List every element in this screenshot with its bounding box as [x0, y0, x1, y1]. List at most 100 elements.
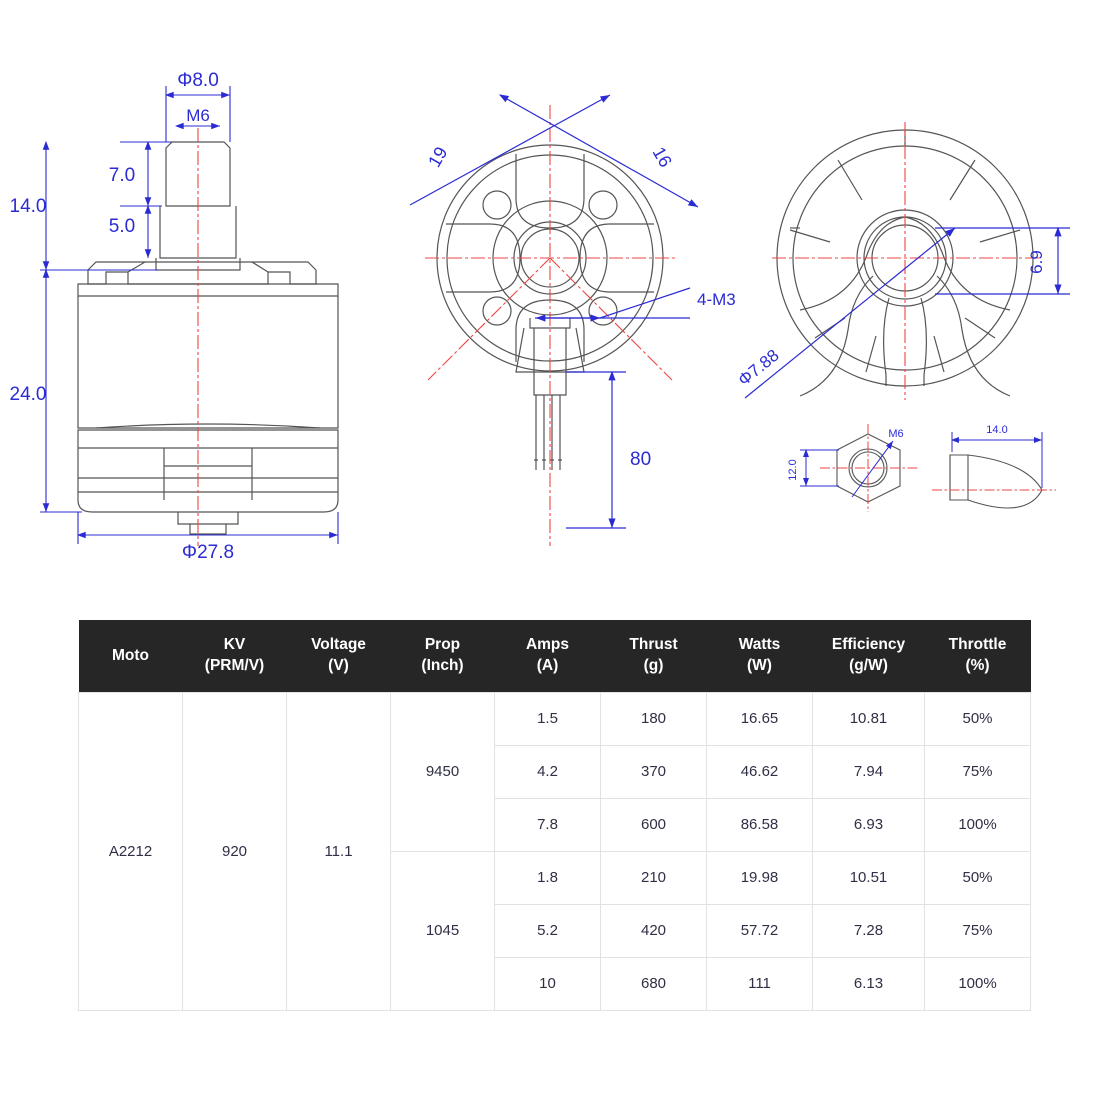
table-row: 7.8 600 86.58 6.93 100% [79, 797, 1031, 852]
col-header-voltage: Voltage (V) [286, 620, 391, 692]
dim-nut-across-flats: 12.0 [787, 459, 799, 480]
cell-efficiency: 7.28 [812, 903, 925, 958]
col-header-efficiency: Efficiency (g/W) [812, 620, 925, 692]
cell-amps: 1.5 [494, 691, 601, 746]
cell-watts: 16.65 [706, 691, 813, 746]
dim-shaft-total: 14.0 [10, 196, 47, 217]
col-header-voltage-sub: (V) [328, 656, 349, 674]
cell-prop-9450: 9450 [390, 691, 495, 852]
col-header-watts-main: Watts [738, 636, 781, 654]
col-header-watts-sub: (W) [747, 656, 772, 674]
cell-throttle: 75% [924, 903, 1031, 958]
col-header-prop: Prop (Inch) [390, 620, 495, 692]
cell-throttle: 75% [924, 744, 1031, 799]
dim-screw-callout: 4-M3 [697, 290, 736, 309]
prop-nut-side-view [949, 454, 1043, 509]
col-header-voltage-main: Voltage [311, 636, 366, 654]
col-header-prop-main: Prop [424, 636, 461, 654]
cell-throttle: 100% [924, 956, 1031, 1011]
dim-wire-length: 80 [630, 449, 651, 470]
motor-spec-table: Moto KV (PRM/V) Voltage (V) Prop (Inch) [78, 620, 1031, 1011]
col-header-amps-sub: (A) [536, 656, 559, 674]
nut-front-dimension-lines [800, 440, 894, 498]
col-header-throttle: Throttle (%) [924, 620, 1031, 692]
top-view-dimension-lines [744, 226, 1070, 399]
col-header-amps-main: Amps [525, 636, 570, 654]
cell-amps: 10 [494, 956, 601, 1011]
spec-table-body: A2212 920 11.1 9450 1.5 180 16.65 10.81 … [78, 691, 1031, 1011]
cell-watts: 19.98 [706, 850, 813, 905]
table-row: 1045 1.8 210 19.98 10.51 50% [79, 850, 1031, 1011]
cell-throttle: 50% [924, 850, 1031, 905]
dim-body-diameter: Φ27.8 [182, 542, 234, 563]
cell-amps: 5.2 [494, 903, 601, 958]
dim-slot-width: 6.9 [1027, 250, 1046, 274]
cell-amps: 1.8 [494, 850, 601, 905]
dim-mount-diag-b: 16 [649, 143, 676, 170]
dim-body-height: 24.0 [10, 384, 47, 405]
top-view-spokes [799, 216, 1011, 397]
motor-side-view [77, 141, 339, 535]
side-view-dimension-lines [40, 86, 339, 544]
col-header-watts: Watts (W) [706, 620, 813, 692]
cell-thrust: 180 [600, 691, 707, 746]
table-row: 4.2 370 46.62 7.94 75% [79, 744, 1031, 799]
col-header-kv-main: KV [223, 636, 246, 654]
cell-watts: 46.62 [706, 744, 813, 799]
cell-watts: 86.58 [706, 797, 813, 852]
col-header-moto-main: Moto [111, 646, 149, 664]
bottom-view-dimension-lines [409, 94, 699, 529]
dim-nut-thread: M6 [888, 428, 903, 440]
cell-efficiency: 10.81 [812, 691, 925, 746]
col-header-throttle-main: Throttle [948, 636, 1007, 654]
cell-watts: 111 [706, 956, 813, 1011]
dim-mount-diag-a: 19 [424, 143, 451, 170]
table-row: 5.2 420 57.72 7.28 75% [79, 903, 1031, 958]
cell-thrust: 680 [600, 956, 707, 1011]
col-header-amps: Amps (A) [494, 620, 601, 692]
cell-amps: 4.2 [494, 744, 601, 799]
technical-drawing-svg: Φ8.0 M6 7.0 5.0 14.0 24.0 Φ27.8 [10, 70, 1070, 563]
top-view-vents [789, 159, 1021, 373]
cell-efficiency: 10.51 [812, 850, 925, 905]
col-header-efficiency-main: Efficiency [831, 636, 906, 654]
cell-watts: 57.72 [706, 903, 813, 958]
col-header-thrust: Thrust (g) [600, 620, 707, 692]
cell-thrust: 420 [600, 903, 707, 958]
col-header-thrust-sub: (g) [643, 656, 664, 674]
cell-motor: A2212 [78, 691, 183, 1011]
dim-thread-length: 7.0 [109, 165, 135, 186]
dim-nut-length: 14.0 [986, 424, 1007, 436]
table-row: 10 680 111 6.13 100% [79, 956, 1031, 1011]
cell-throttle: 50% [924, 691, 1031, 746]
dim-shaft-diameter: Φ8.0 [177, 70, 219, 91]
col-header-kv: KV (PRM/V) [182, 620, 287, 692]
cell-efficiency: 7.94 [812, 744, 925, 799]
cell-prop-1045: 1045 [390, 850, 495, 1011]
cell-voltage: 11.1 [286, 691, 391, 1011]
cell-thrust: 210 [600, 850, 707, 905]
spec-table-head: Moto KV (PRM/V) Voltage (V) Prop (Inch) [78, 620, 1031, 692]
cell-efficiency: 6.93 [812, 797, 925, 852]
dim-bell-bore: Φ7.88 [734, 346, 782, 390]
col-header-prop-sub: (Inch) [421, 656, 464, 674]
dim-shaft-step: 5.0 [109, 216, 135, 237]
nut-side-dimension-lines [951, 432, 1043, 488]
cell-efficiency: 6.13 [812, 956, 925, 1011]
header-row: Moto KV (PRM/V) Voltage (V) Prop (Inch) [78, 620, 1031, 692]
col-header-throttle-sub: (%) [965, 656, 990, 674]
col-header-thrust-main: Thrust [629, 636, 678, 654]
col-header-moto: Moto [78, 620, 183, 692]
col-header-efficiency-sub: (g/W) [849, 656, 888, 674]
top-view-centerlines [772, 122, 1040, 400]
nut-front-centerlines [820, 424, 918, 512]
table-row: A2212 920 11.1 9450 1.5 180 16.65 10.81 … [78, 691, 1031, 1011]
col-header-kv-sub: (PRM/V) [204, 656, 265, 674]
cell-thrust: 370 [600, 744, 707, 799]
technical-drawing-area: Φ8.0 M6 7.0 5.0 14.0 24.0 Φ27.8 [10, 70, 1070, 563]
dim-shaft-thread: M6 [186, 106, 210, 125]
cell-kv: 920 [182, 691, 287, 1011]
cell-thrust: 600 [600, 797, 707, 852]
spec-table-container: Moto KV (PRM/V) Voltage (V) Prop (Inch) [78, 620, 1031, 1011]
